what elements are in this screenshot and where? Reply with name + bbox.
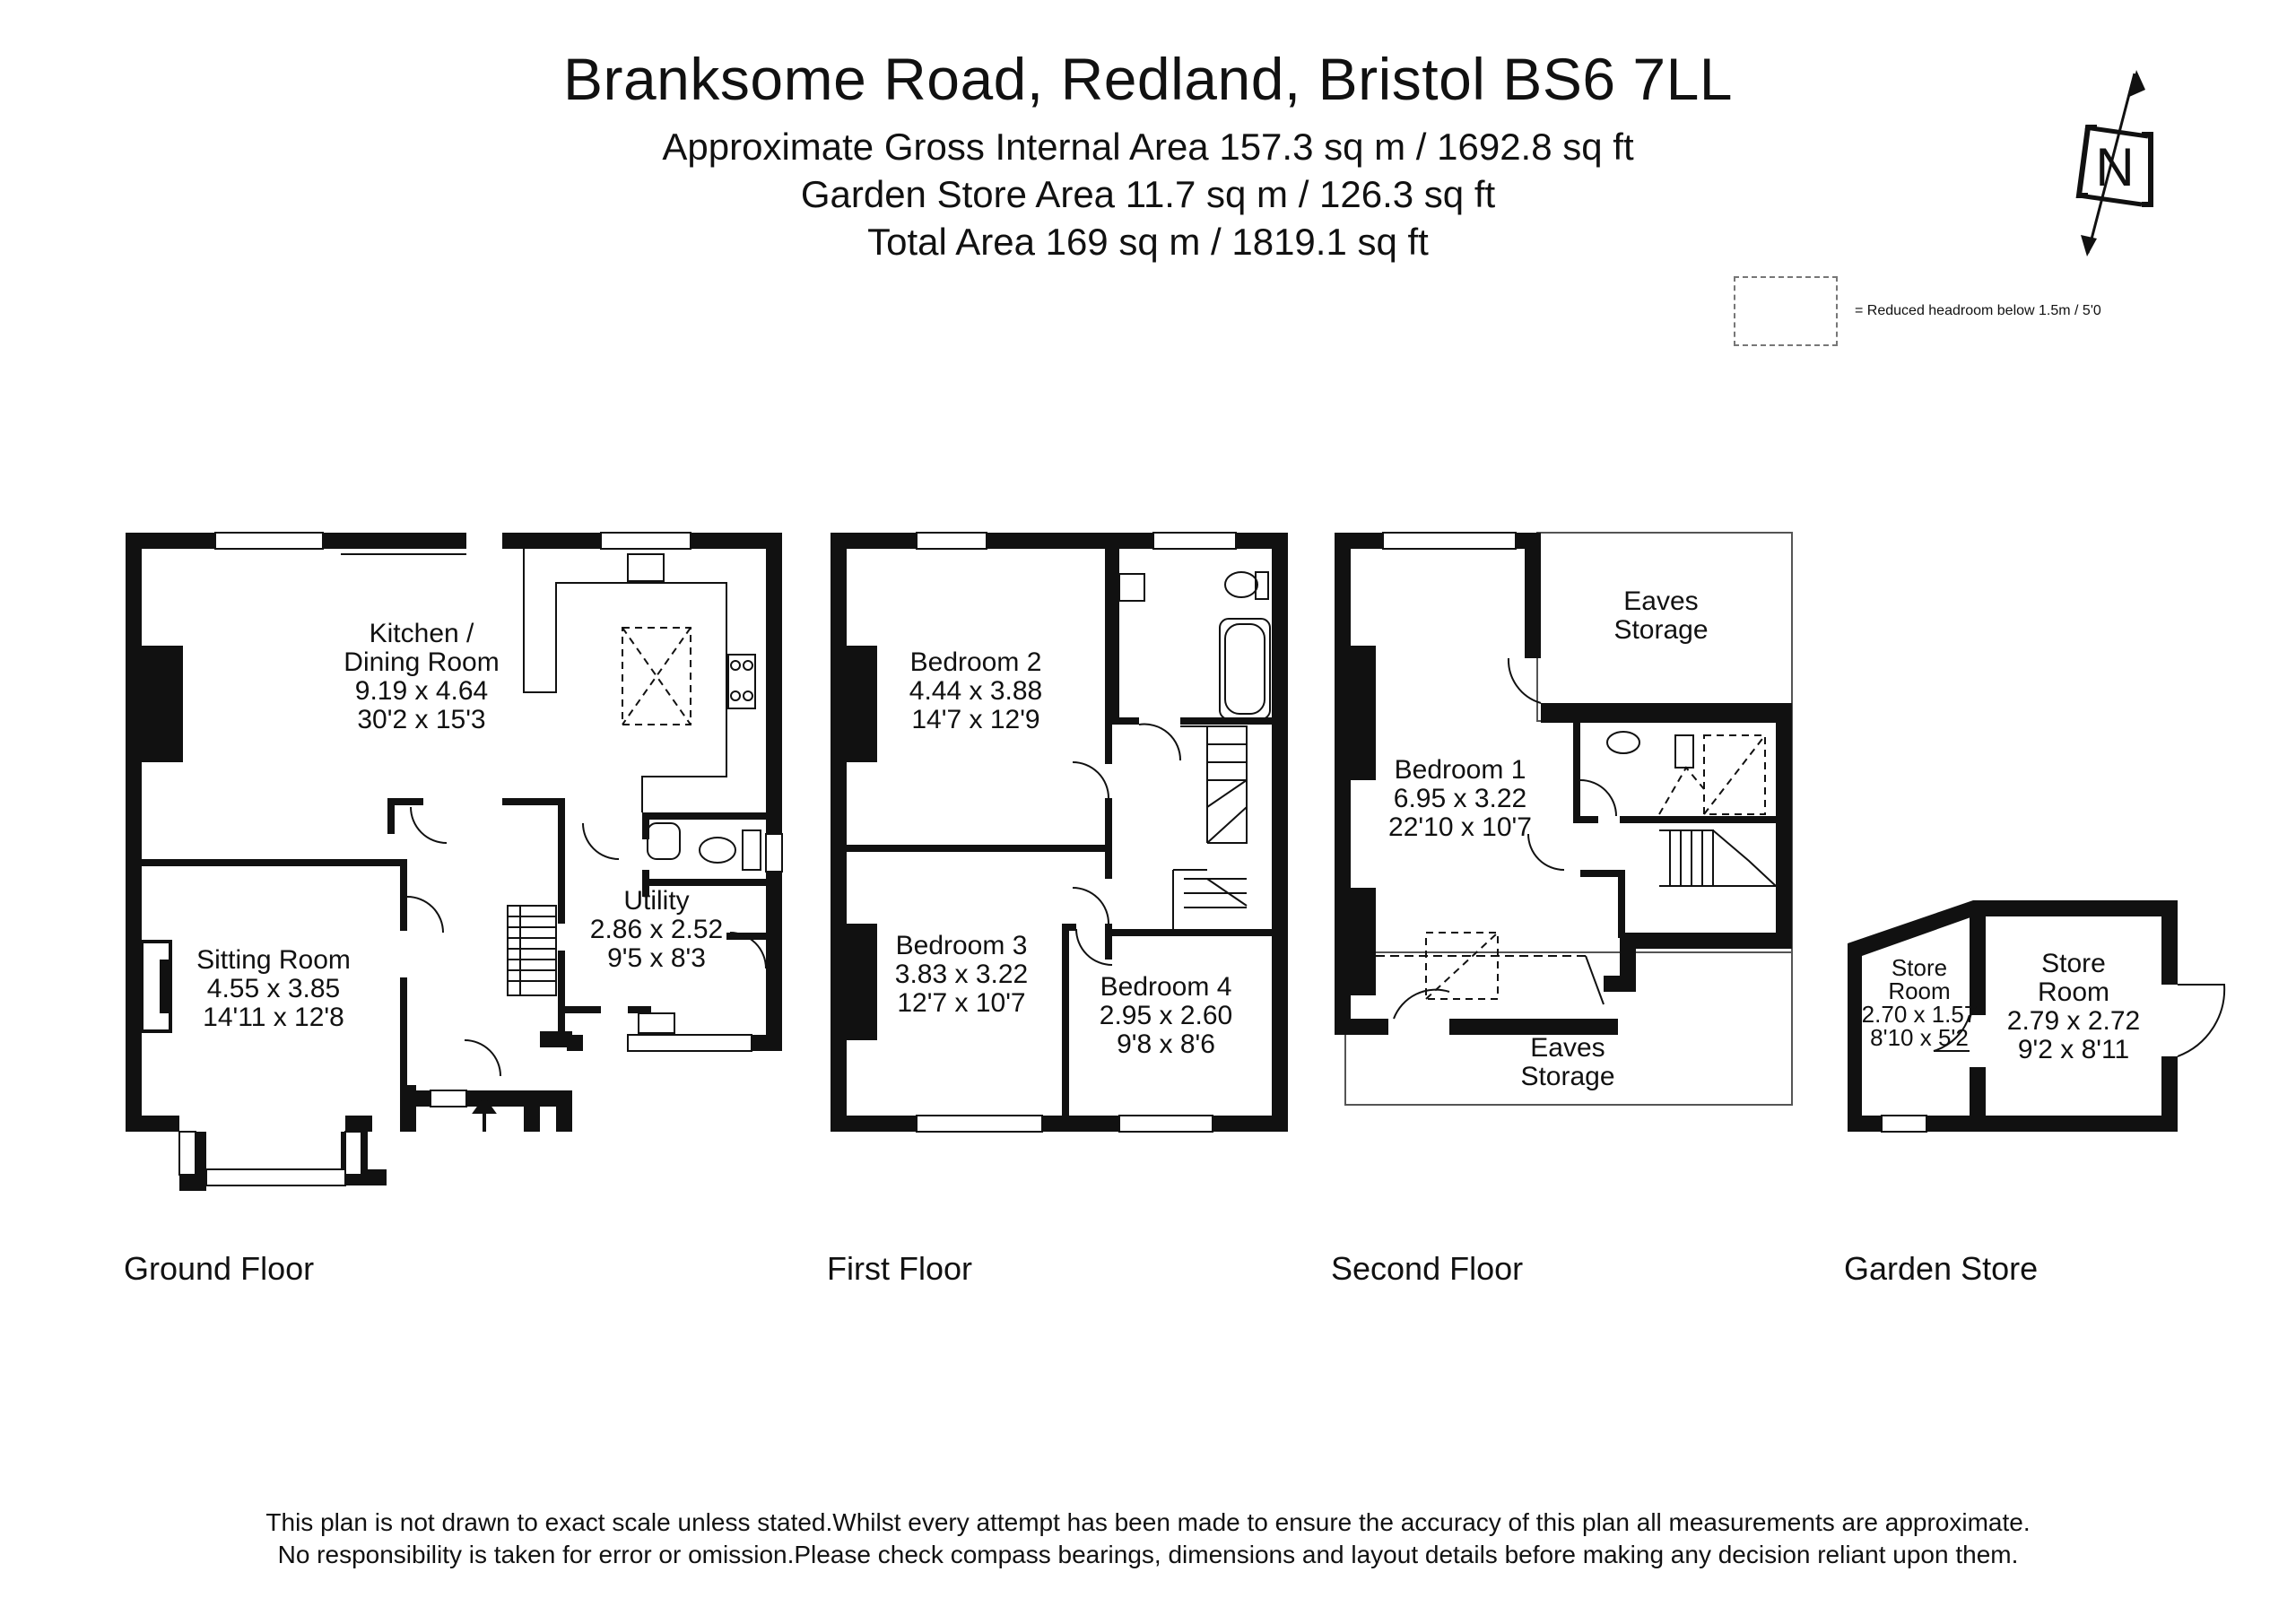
reduced-headroom-legend-swatch [1734, 276, 1838, 346]
compass-letter: N [2095, 137, 2134, 197]
room-label-utility-line-2: 2.86 x 2.52 [590, 915, 723, 944]
ground-floor-label: Ground Floor [124, 1250, 315, 1287]
room-label-bedroom1-line-1: Bedroom 1 [1395, 755, 1526, 785]
plan-title: Branksome Road, Redland, Bristol BS6 7LL [562, 46, 1734, 112]
room-label-eaves-top-line-2: Storage [1613, 615, 1708, 645]
room-label-store-large-line-4: 9'2 x 8'11 [2018, 1035, 2129, 1064]
room-label-utility-line-1: Utility [623, 886, 689, 916]
total-area-line: Total Area 169 sq m / 1819.1 sq ft [867, 221, 1429, 263]
room-label-sitting-line-2: 4.55 x 3.85 [207, 974, 340, 1003]
room-label-store-small-line-1: Store [1892, 954, 1947, 981]
room-label-kitchen-line-2: Dining Room [344, 647, 499, 677]
first-floor-plan [831, 532, 1288, 1133]
reduced-headroom-legend-text: = Reduced headroom below 1.5m / 5'0 [1855, 303, 2101, 318]
room-label-sitting-line-3: 14'11 x 12'8 [203, 1003, 344, 1032]
disclaimer-line-1: This plan is not drawn to exact scale un… [265, 1508, 2031, 1536]
north-compass-icon: N [2075, 70, 2153, 256]
room-label-bedroom3-line-1: Bedroom 3 [896, 931, 1028, 960]
first-floor-label: First Floor [827, 1250, 972, 1287]
garden-store-plan [1848, 900, 2226, 1133]
room-label-bedroom1-line-3: 22'10 x 10'7 [1388, 812, 1532, 842]
second-floor-plan [1335, 532, 1793, 1106]
gross-area-line: Approximate Gross Internal Area 157.3 sq… [662, 126, 1634, 168]
room-label-eaves-bottom-line-1: Eaves [1530, 1033, 1605, 1063]
room-label-sitting-line-1: Sitting Room [196, 945, 351, 975]
room-label-kitchen-line-4: 30'2 x 15'3 [357, 705, 485, 734]
room-label-store-small-line-4: 8'10 x 5'2 [1870, 1024, 1969, 1051]
room-label-store-large-line-2: Room [2038, 977, 2109, 1007]
room-label-store-small-line-2: Room [1888, 977, 1950, 1004]
room-label-eaves-bottom-line-2: Storage [1520, 1062, 1614, 1091]
garden-store-area-line: Garden Store Area 11.7 sq m / 126.3 sq f… [800, 173, 1496, 215]
garden-store-label: Garden Store [1844, 1250, 2039, 1287]
second-floor-label: Second Floor [1331, 1250, 1524, 1287]
room-label-bedroom3-line-3: 12'7 x 10'7 [897, 988, 1025, 1018]
room-label-kitchen-line-1: Kitchen / [370, 619, 474, 648]
room-label-bedroom4-line-3: 9'8 x 8'6 [1117, 1029, 1215, 1059]
room-label-utility-line-3: 9'5 x 8'3 [607, 943, 706, 973]
room-label-bedroom4-line-2: 2.95 x 2.60 [1100, 1001, 1232, 1030]
room-label-store-large-line-3: 2.79 x 2.72 [2007, 1006, 2140, 1036]
room-label-bedroom1-line-2: 6.95 x 3.22 [1394, 784, 1526, 813]
room-label-bedroom4-line-1: Bedroom 4 [1100, 972, 1232, 1002]
disclaimer-line-2: No responsibility is taken for error or … [277, 1541, 2019, 1568]
ground-floor-plan [126, 532, 783, 1191]
room-label-bedroom2-line-3: 14'7 x 12'9 [911, 705, 1039, 734]
room-label-bedroom2-line-2: 4.44 x 3.88 [909, 676, 1042, 706]
room-label-store-large-line-1: Store [2041, 949, 2106, 978]
room-label-bedroom2-line-1: Bedroom 2 [910, 647, 1042, 677]
room-label-store-small-line-3: 2.70 x 1.57 [1862, 1001, 1978, 1028]
room-label-eaves-top-line-1: Eaves [1623, 586, 1698, 616]
room-label-bedroom3-line-2: 3.83 x 3.22 [895, 960, 1028, 989]
room-label-kitchen-line-3: 9.19 x 4.64 [355, 676, 488, 706]
